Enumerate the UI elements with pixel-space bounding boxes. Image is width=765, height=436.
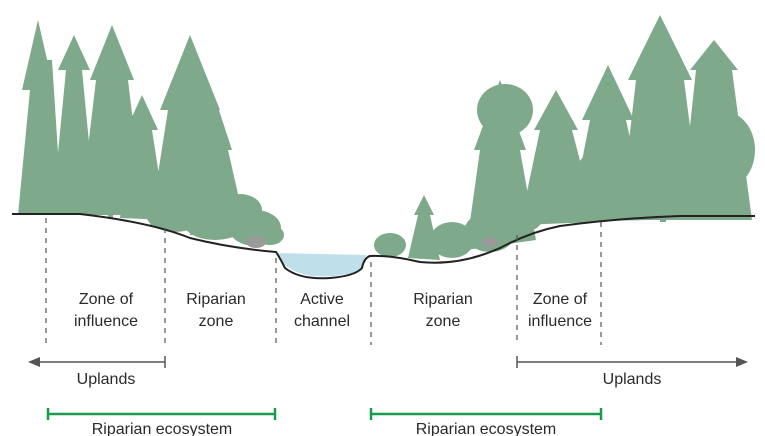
- zone-label-4a: Riparian: [413, 291, 473, 308]
- ground-profile: [12, 213, 755, 280]
- zone-label-1b: influence: [74, 313, 138, 330]
- zone-label-4b: zone: [426, 313, 461, 330]
- zone-label-1a: Zone of: [79, 291, 134, 308]
- right-upland-trees: [520, 15, 755, 225]
- ecosystem-right-bar: [369, 408, 603, 420]
- zone-label-2a: Riparian: [186, 291, 246, 308]
- left-upland-trees: [18, 20, 166, 220]
- ecosystem-left-bar: [46, 408, 277, 420]
- uplands-left-label: Uplands: [77, 371, 136, 388]
- zone-label-2b: zone: [199, 313, 234, 330]
- right-riparian-trees: [374, 80, 544, 260]
- ecosystem-left-label: Riparian ecosystem: [92, 421, 233, 436]
- zone-dividers: [45, 218, 602, 345]
- channel-water: [276, 253, 366, 277]
- ecosystem-right-label: Riparian ecosystem: [416, 421, 557, 436]
- zone-label-3a: Active: [300, 291, 344, 308]
- left-shrub: [246, 236, 266, 248]
- zone-label-3b: channel: [294, 313, 350, 330]
- zone-label-5a: Zone of: [533, 291, 588, 308]
- zone-label-5b: influence: [528, 313, 592, 330]
- uplands-left-arrow: [28, 356, 166, 368]
- right-shrub: [482, 237, 498, 247]
- uplands-right-label: Uplands: [603, 371, 662, 388]
- uplands-right-arrow: [516, 356, 748, 368]
- left-riparian-trees: [145, 35, 284, 246]
